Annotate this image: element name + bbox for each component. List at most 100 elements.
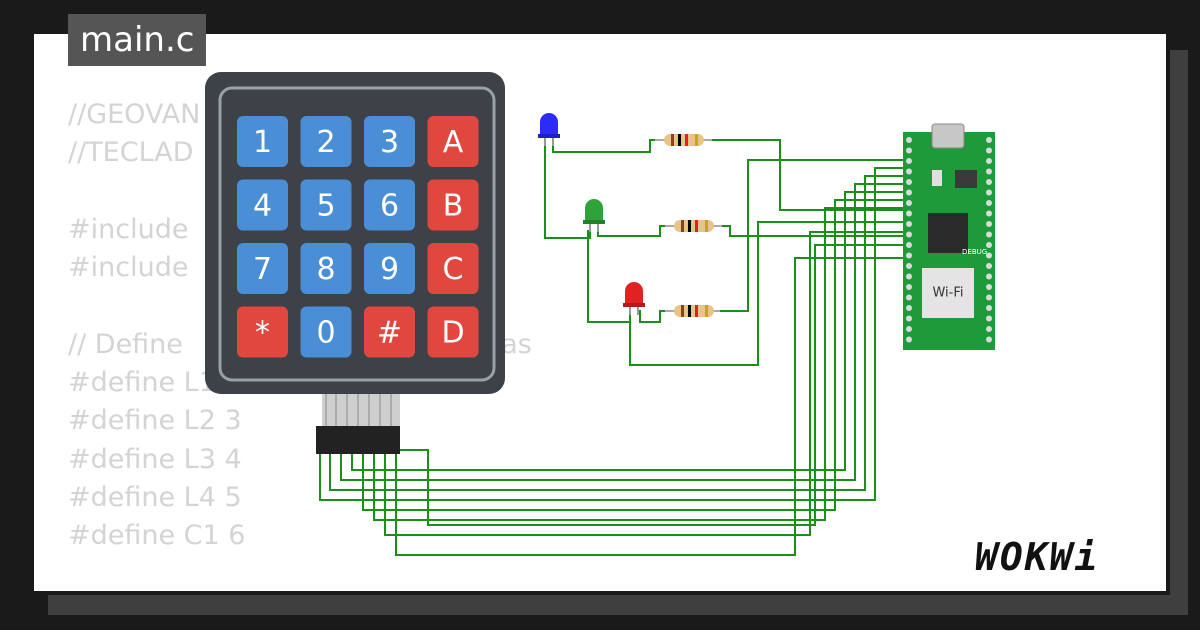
pin-hole[interactable] (986, 294, 992, 301)
key-face (237, 306, 288, 358)
key-label: 7 (253, 252, 272, 287)
key-7[interactable]: 7 (237, 243, 288, 294)
pin-hole[interactable] (986, 315, 992, 322)
pin-hole[interactable] (986, 305, 992, 311)
pin-hole[interactable] (986, 179, 992, 185)
pin-hole[interactable] (986, 210, 992, 217)
resistor[interactable] (655, 134, 712, 146)
led-wires (544, 139, 905, 366)
wire (340, 183, 905, 481)
key-8[interactable]: 8 (300, 243, 352, 294)
pin-hole[interactable] (906, 315, 912, 322)
pin-hole[interactable] (986, 147, 992, 154)
key-face (364, 116, 415, 167)
wire (329, 175, 905, 491)
pico-w-board[interactable]: DEBUG Wi-Fi (903, 123, 995, 350)
key-C[interactable]: C (427, 243, 479, 294)
wire (384, 231, 905, 536)
usb-port (931, 123, 965, 149)
pin-hole[interactable] (906, 263, 912, 269)
pin-hole[interactable] (906, 326, 912, 332)
pin-hole[interactable] (986, 189, 992, 196)
pin-hole[interactable] (906, 231, 912, 238)
pin-hole[interactable] (906, 294, 912, 301)
pin-hole[interactable] (986, 231, 992, 238)
pin-hole[interactable] (906, 273, 912, 280)
key-D[interactable]: D (427, 306, 479, 358)
debug-label: DEBUG (962, 248, 987, 256)
pin-hole[interactable] (906, 147, 912, 154)
pin-hole[interactable] (986, 221, 992, 227)
key-face (427, 116, 479, 167)
wokwi-logo: WOKWi (975, 535, 1100, 579)
pin-hole[interactable] (986, 326, 992, 332)
key-*[interactable]: * (237, 306, 288, 358)
pin-hole[interactable] (906, 284, 912, 290)
pin-hole[interactable] (986, 252, 992, 259)
key-face (364, 306, 415, 358)
key-0[interactable]: 0 (300, 306, 352, 358)
keypad-connector (316, 392, 400, 454)
key-face (427, 306, 479, 358)
key-A[interactable]: A (427, 116, 479, 167)
pin-hole[interactable] (906, 305, 912, 311)
wire (720, 225, 905, 237)
pin-hole[interactable] (906, 200, 912, 206)
pin-hole[interactable] (986, 168, 992, 175)
key-3[interactable]: 3 (364, 116, 415, 167)
pin-hole[interactable] (906, 252, 912, 259)
key-6[interactable]: 6 (364, 179, 415, 231)
pin-hole[interactable] (986, 273, 992, 280)
pin-hole[interactable] (906, 221, 912, 227)
pin-hole[interactable] (906, 336, 912, 343)
key-5[interactable]: 5 (300, 179, 352, 231)
wire (597, 225, 670, 237)
pin-hole[interactable] (986, 137, 992, 143)
key-9[interactable]: 9 (364, 243, 415, 294)
key-face (300, 116, 352, 167)
key-label: 9 (380, 252, 399, 287)
pin-hole[interactable] (906, 189, 912, 196)
pin-hole[interactable] (906, 210, 912, 217)
key-4[interactable]: 4 (237, 179, 288, 231)
wifi-module (922, 268, 974, 318)
pin-hole[interactable] (906, 137, 912, 143)
pin-hole[interactable] (986, 158, 992, 164)
key-label: C (443, 252, 464, 287)
key-2[interactable]: 2 (300, 116, 352, 167)
pin-hole[interactable] (986, 242, 992, 248)
pin-hole[interactable] (906, 179, 912, 185)
key-face (237, 243, 288, 294)
key-label: * (255, 316, 270, 351)
led-red[interactable] (623, 282, 645, 315)
key-face (300, 306, 352, 358)
resistor[interactable] (665, 220, 722, 232)
key-label: 6 (380, 189, 399, 224)
led-green[interactable] (583, 199, 605, 232)
key-#[interactable]: # (364, 306, 415, 358)
pin-hole[interactable] (986, 336, 992, 343)
pin-hole[interactable] (986, 263, 992, 269)
key-1[interactable]: 1 (237, 116, 288, 167)
key-face (364, 243, 415, 294)
led-blue[interactable] (538, 113, 560, 146)
pin-hole[interactable] (906, 168, 912, 175)
code-line: #define L2 3 (68, 405, 242, 437)
rp2040-chip (928, 213, 968, 253)
key-face (237, 116, 288, 167)
pin-hole[interactable] (986, 200, 992, 206)
key-face (300, 243, 352, 294)
wire (373, 207, 905, 521)
wire (351, 191, 905, 471)
key-B[interactable]: B (427, 179, 479, 231)
pin-hole[interactable] (906, 158, 912, 164)
file-tab-main-c[interactable]: main.c (68, 14, 207, 66)
resistor[interactable] (665, 305, 720, 317)
code-line: #include (68, 252, 189, 284)
pin-hole[interactable] (906, 242, 912, 248)
pin-hole[interactable] (986, 284, 992, 290)
bootsel-button (955, 170, 977, 188)
keypad-bezel (218, 86, 496, 382)
